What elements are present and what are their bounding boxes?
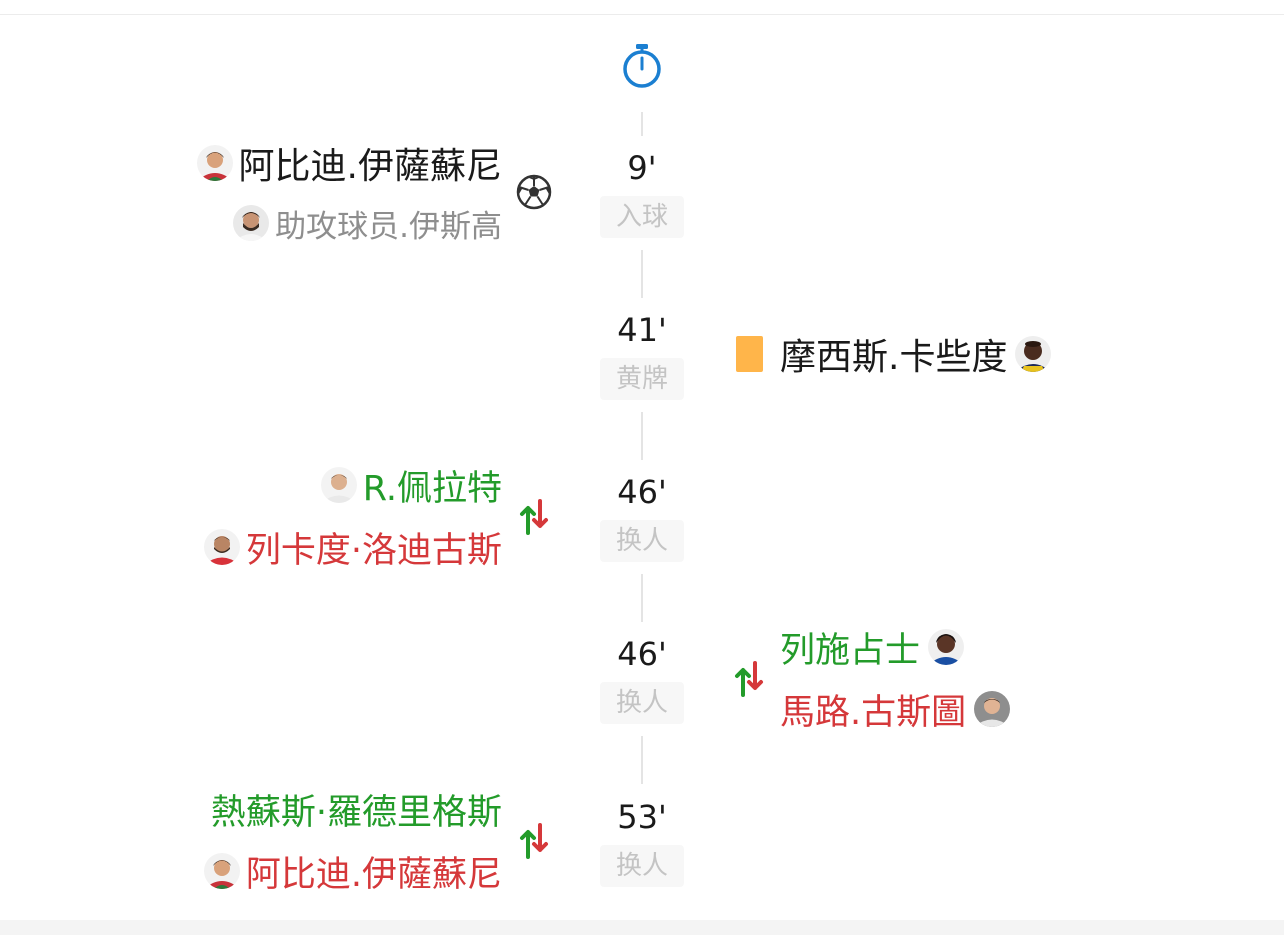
event-type: 黄牌 xyxy=(600,358,684,400)
event-type: 入球 xyxy=(600,196,684,238)
player-avatar xyxy=(233,205,270,241)
top-divider xyxy=(0,14,1284,15)
goal-scorer[interactable]: 阿比迪.伊薩蘇尼 xyxy=(196,140,502,187)
sub-in-player[interactable]: R.佩拉特 xyxy=(320,462,502,509)
event-type: 换人 xyxy=(600,682,684,724)
player-name: 阿比迪.伊薩蘇尼 xyxy=(238,146,502,187)
event-type: 换人 xyxy=(600,520,684,562)
substitution-icon xyxy=(520,499,548,535)
event-minute: 9' xyxy=(627,149,657,187)
footer-bar xyxy=(0,920,1284,935)
event-minute: 46' xyxy=(617,473,667,511)
player-name: R.佩拉特 xyxy=(362,468,502,509)
player-avatar xyxy=(320,467,357,503)
substitution-icon xyxy=(520,823,548,859)
player-avatar xyxy=(203,529,240,565)
player-avatar xyxy=(1015,336,1052,372)
timeline-segment xyxy=(641,736,643,784)
sub-out-player[interactable]: 阿比迪.伊薩蘇尼 xyxy=(203,848,502,895)
soccer-ball-icon xyxy=(516,174,552,210)
player-name: 列施占士 xyxy=(780,630,921,671)
yellow-card-icon xyxy=(736,336,763,372)
timeline-segment xyxy=(641,250,643,298)
booked-player[interactable]: 摩西斯.卡些度 xyxy=(780,330,1052,378)
player-name: 摩西斯.卡些度 xyxy=(780,337,1008,378)
player-name: 熱蘇斯·羅德里格斯 xyxy=(210,792,502,833)
player-avatar xyxy=(928,629,965,665)
timeline-segment xyxy=(641,574,643,622)
stopwatch-icon xyxy=(623,44,661,88)
player-name: 阿比迪.伊薩蘇尼 xyxy=(245,854,502,895)
player-avatar xyxy=(974,691,1011,727)
assist-name: 助攻球员.伊斯高 xyxy=(275,208,502,245)
sub-out-player[interactable]: 列卡度·洛迪古斯 xyxy=(203,524,502,571)
timeline-segment xyxy=(641,112,643,136)
assist-player[interactable]: 助攻球员.伊斯高 xyxy=(233,201,502,245)
sub-in-player[interactable]: 列施占士 xyxy=(780,624,965,671)
event-minute: 41' xyxy=(617,311,667,349)
event-type: 换人 xyxy=(600,845,684,887)
sub-out-player[interactable]: 馬路.古斯圖 xyxy=(780,686,1011,733)
timeline-segment xyxy=(641,412,643,460)
event-minute: 46' xyxy=(617,635,667,673)
player-avatar xyxy=(196,145,233,181)
player-avatar xyxy=(203,853,240,889)
event-minute: 53' xyxy=(617,798,667,836)
player-name: 列卡度·洛迪古斯 xyxy=(245,530,502,571)
substitution-icon xyxy=(735,661,763,697)
sub-in-player[interactable]: 熱蘇斯·羅德里格斯 xyxy=(210,786,502,833)
player-name: 馬路.古斯圖 xyxy=(780,692,967,733)
